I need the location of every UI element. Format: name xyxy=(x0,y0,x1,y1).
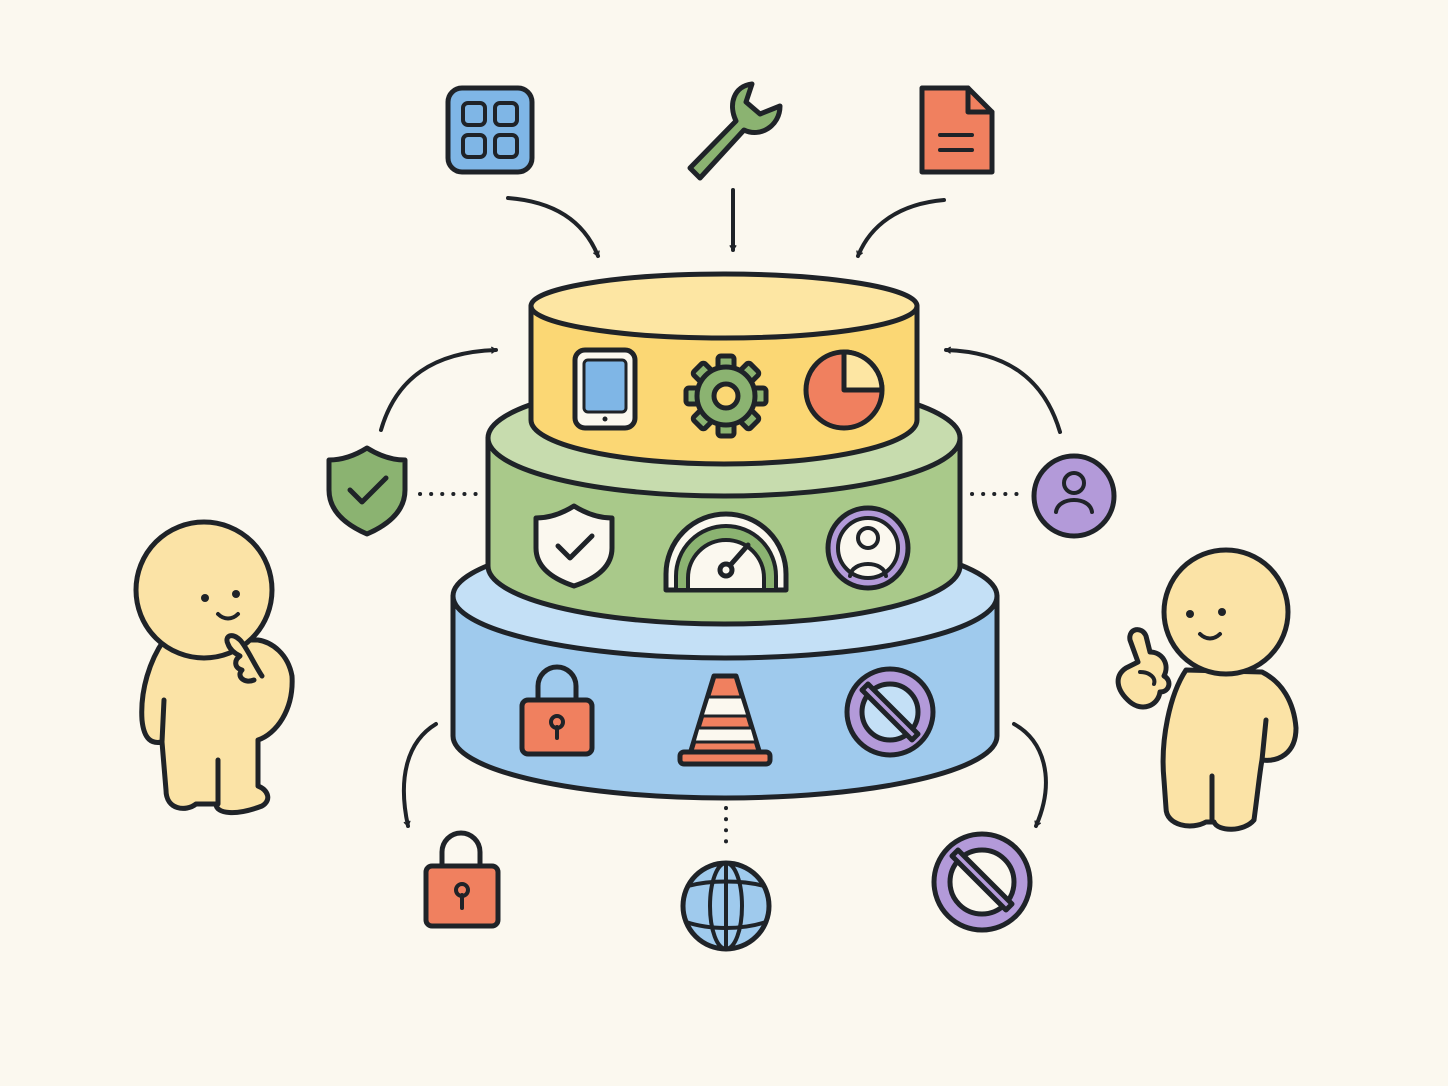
side-shield-check-icon xyxy=(326,445,408,537)
wrench-icon xyxy=(687,81,783,181)
arrow-shield-to-stack xyxy=(379,346,498,432)
padlock-icon xyxy=(519,664,595,757)
shield-check-icon xyxy=(533,503,615,589)
output-padlock-icon xyxy=(423,830,501,929)
arrow-stack-to-padlock xyxy=(401,722,438,828)
output-prohibited-icon xyxy=(931,831,1033,933)
side-user-avatar-icon xyxy=(1031,453,1117,539)
arrow-user-to-stack xyxy=(944,346,1062,434)
arrow-stack-to-prohibited xyxy=(1012,722,1048,828)
prohibited-icon xyxy=(844,666,936,758)
document-icon xyxy=(919,85,995,175)
thinking-person xyxy=(133,519,295,815)
globe-icon xyxy=(680,860,772,952)
pie-chart-icon xyxy=(803,349,885,431)
gear-icon xyxy=(683,353,769,439)
traffic-cone-icon xyxy=(677,673,773,767)
arrow-apps-to-stack xyxy=(506,196,600,258)
arrow-document-to-stack xyxy=(856,198,946,258)
user-avatar-icon xyxy=(825,505,911,591)
speedometer-icon xyxy=(663,511,789,593)
grid-apps-icon xyxy=(445,85,535,175)
tablet-icon xyxy=(572,347,638,431)
pointing-person xyxy=(1115,547,1299,832)
